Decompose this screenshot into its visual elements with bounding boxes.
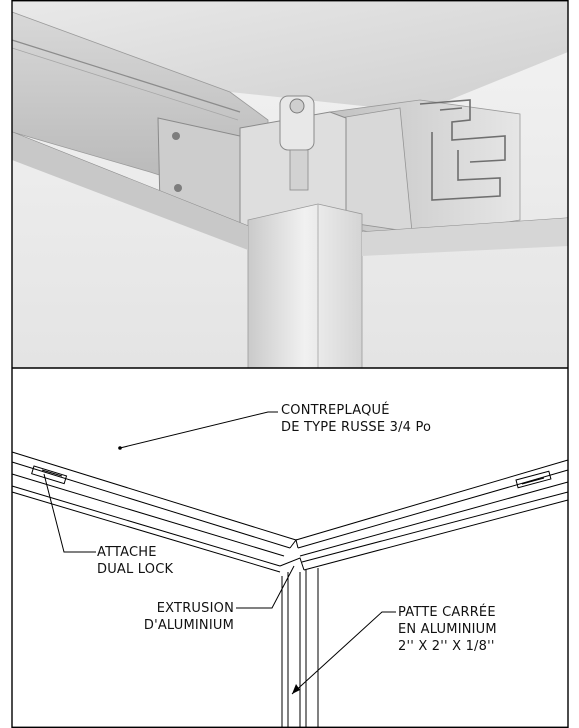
dual-lock-left	[31, 465, 68, 485]
leader-plywood	[119, 411, 278, 449]
callout-tube: PATTE CARRÉE EN ALUMINIUM 2'' X 2'' X 1/…	[398, 604, 497, 655]
leader-tube	[291, 611, 396, 695]
callout-extrusion-line2: D'ALUMINIUM	[143, 618, 234, 633]
callout-plywood-line1: CONTREPLAQUÉ	[281, 403, 390, 418]
render-panel	[11, 0, 569, 369]
post-render	[247, 203, 363, 369]
dual-lock-right	[515, 470, 552, 489]
callout-dual-lock-line1: ATTACHE	[97, 545, 157, 560]
callout-tube-line3: 2'' X 2'' X 1/8''	[398, 639, 495, 654]
leader-dual-lock	[43, 473, 96, 553]
callout-plywood-line2: DE TYPE RUSSE 3/4 Po	[281, 420, 432, 435]
leader-arrow	[292, 684, 300, 694]
callout-dual-lock-line2: DUAL LOCK	[97, 562, 174, 577]
callout-extrusion-line1: EXTRUSION	[156, 601, 234, 616]
leader-extrusion	[236, 565, 295, 609]
line-drawing-panel	[11, 451, 569, 728]
drawing-border	[11, 0, 569, 728]
callout-extrusion: EXTRUSION D'ALUMINIUM	[110, 600, 234, 634]
extrusion-profile-cut	[419, 99, 506, 201]
callout-tube-line2: EN ALUMINIUM	[398, 622, 497, 637]
leader-lines	[43, 411, 396, 695]
callout-plywood: CONTREPLAQUÉ DE TYPE RUSSE 3/4 Po	[281, 402, 431, 436]
callout-dual-lock: ATTACHE DUAL LOCK	[97, 544, 173, 578]
callout-tube-line1: PATTE CARRÉE	[398, 605, 496, 620]
plywood-panel-render	[12, 0, 568, 112]
leader-dot	[118, 446, 122, 450]
